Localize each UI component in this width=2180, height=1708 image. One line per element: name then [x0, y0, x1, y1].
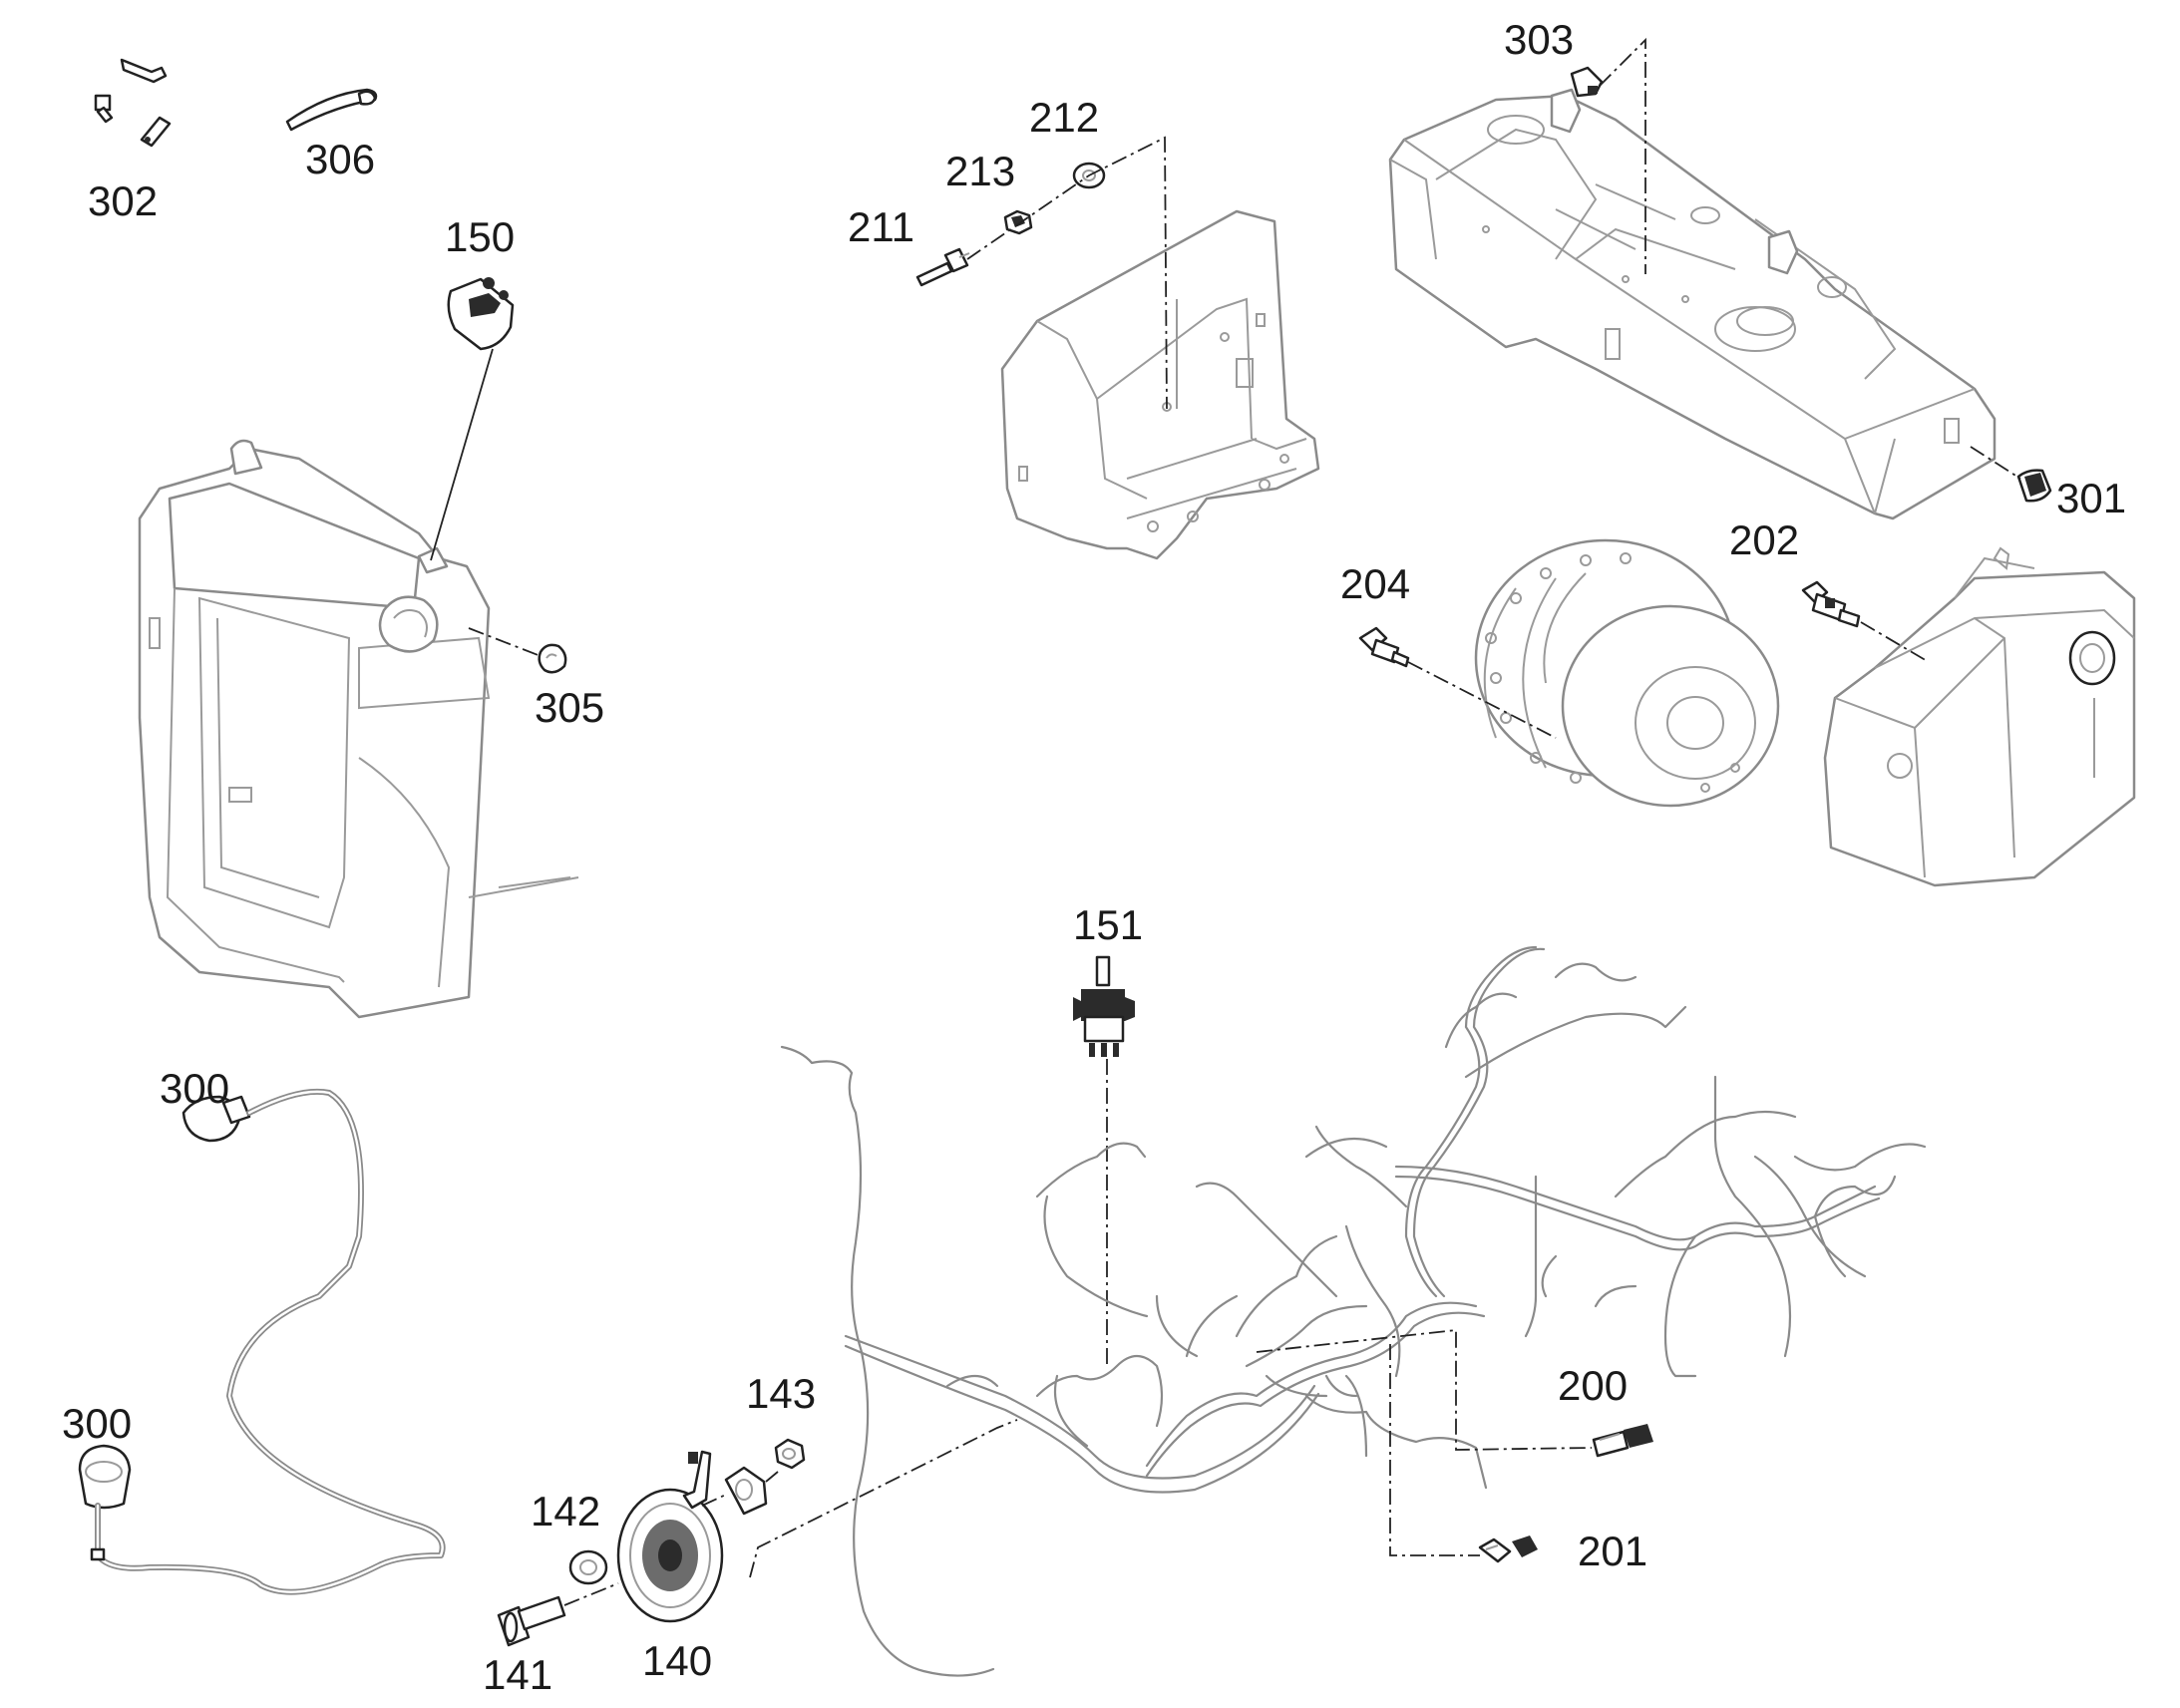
part-150-connector[interactable]	[447, 277, 515, 351]
part-cab-frame	[138, 439, 579, 1019]
callout-301: 301	[2056, 475, 2126, 521]
callout-202: 202	[1729, 516, 1799, 563]
callout-305: 305	[535, 684, 604, 731]
callout-303: 303	[1504, 16, 1574, 63]
part-141-bolt[interactable]	[497, 1595, 566, 1647]
part-306-cable-tie[interactable]	[285, 88, 378, 132]
part-motor	[1474, 538, 1780, 808]
part-housing-center	[1000, 209, 1320, 560]
part-211-sensor[interactable]	[915, 247, 970, 287]
callout-300-top: 300	[160, 1065, 229, 1112]
callout-213: 213	[945, 148, 1015, 194]
part-142-washer[interactable]	[568, 1549, 608, 1585]
callout-143: 143	[746, 1370, 816, 1417]
callout-151: 151	[1073, 901, 1143, 948]
callout-141: 141	[483, 1651, 552, 1698]
callout-150: 150	[445, 213, 515, 260]
part-213-nut[interactable]	[1003, 209, 1033, 235]
wire-harness	[780, 945, 1927, 1677]
callout-204: 204	[1340, 560, 1410, 607]
part-301-cap[interactable]	[2016, 469, 2052, 503]
callout-201: 201	[1578, 1528, 1647, 1574]
part-housing-right	[1823, 546, 2136, 887]
callout-300-bottom: 300	[62, 1400, 132, 1447]
part-204-sensor[interactable]	[1358, 626, 1410, 668]
callout-306: 306	[305, 136, 375, 182]
part-303-bracket[interactable]	[1570, 66, 1604, 98]
part-302-clips[interactable]	[94, 58, 172, 148]
callout-200: 200	[1558, 1362, 1628, 1409]
part-300-cable-lamp-bottom[interactable]	[78, 1444, 132, 1510]
part-305-grommet[interactable]	[538, 643, 567, 674]
part-202-sensor[interactable]	[1801, 580, 1861, 628]
part-151-switch[interactable]	[1073, 955, 1135, 1057]
callout-302: 302	[88, 177, 158, 224]
part-200-sensor[interactable]	[1592, 1424, 1653, 1458]
callout-142: 142	[531, 1488, 600, 1535]
callout-211: 211	[848, 203, 914, 250]
callout-212: 212	[1029, 94, 1099, 141]
callout-140: 140	[642, 1637, 712, 1684]
part-143-bracket-nut[interactable]	[724, 1438, 806, 1516]
part-140-horn[interactable]	[616, 1450, 724, 1623]
part-201-sensor[interactable]	[1478, 1536, 1538, 1563]
part-chassis-right	[1388, 88, 1997, 520]
part-300-cable-lamp-top[interactable]	[182, 1095, 251, 1143]
cable-300-wire	[90, 1088, 446, 1595]
